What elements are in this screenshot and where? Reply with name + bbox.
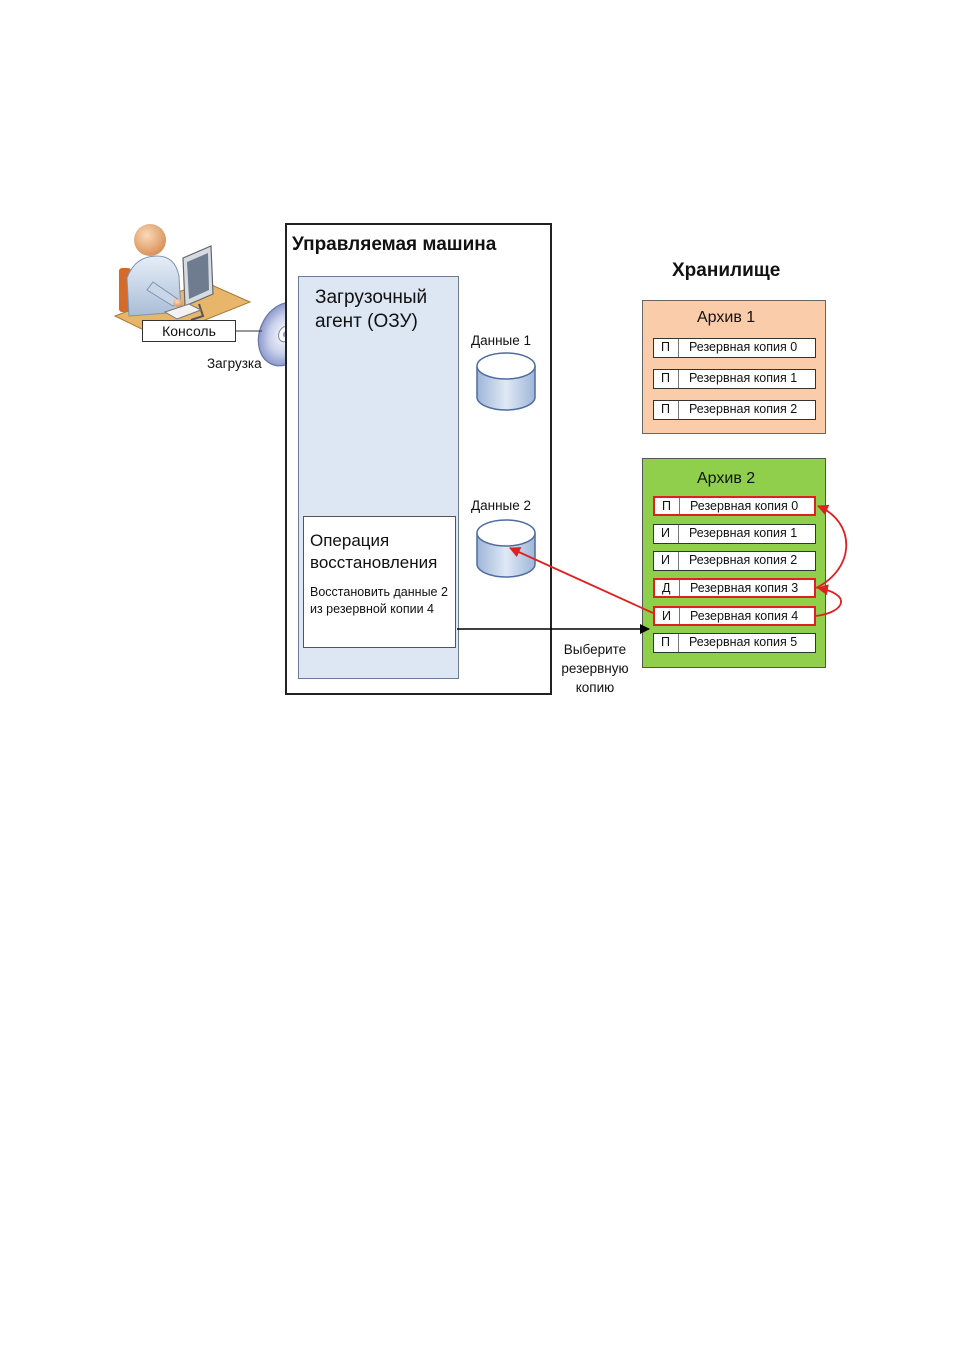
person-head	[134, 224, 166, 256]
boot-label: Загрузка	[207, 356, 262, 371]
backup-name: Резервная копия 4	[690, 609, 799, 623]
console-label: Консоль	[162, 323, 216, 339]
archive2-backup-row: П Резервная копия 5	[653, 633, 816, 653]
console-label-box: Консоль	[142, 320, 236, 342]
monitor-screen	[187, 253, 209, 299]
backup-type: И	[661, 553, 670, 567]
storage-title: Хранилище	[672, 260, 781, 281]
backup-name: Резервная копия 1	[689, 526, 798, 540]
managed-machine-title: Управляемая машина	[292, 234, 497, 255]
backup-name: Резервная копия 5	[689, 635, 798, 649]
data2-label: Данные 2	[471, 498, 532, 513]
archive1-backup-row: П Резервная копия 1	[653, 369, 816, 389]
backup-type: П	[661, 635, 670, 649]
person-hand	[173, 299, 183, 307]
bootable-agent-label: Загрузочный агент (ОЗУ)	[315, 287, 428, 332]
choose-backup-label: Выберите резервную копию	[561, 642, 629, 695]
recovery-operation-box	[303, 516, 456, 648]
person-arm	[146, 281, 180, 307]
backup-name: Резервная копия 0	[690, 499, 799, 513]
archive2-backup-row-highlighted: Д Резервная копия 3	[653, 578, 816, 598]
backup-type: П	[661, 340, 670, 354]
archive2-title: Архив 2	[697, 470, 756, 487]
backup-name: Резервная копия 0	[689, 340, 798, 354]
backup-name: Резервная копия 2	[689, 402, 798, 416]
archive1-title: Архив 1	[697, 309, 756, 326]
archive2-backup-row: И Резервная копия 2	[653, 551, 816, 571]
backup-type: П	[661, 402, 670, 416]
backup-name: Резервная копия 2	[689, 553, 798, 567]
recovery-operation-description: Восстановить данные 2 из резервной копии…	[310, 585, 448, 616]
backup-type: П	[662, 499, 671, 513]
data1-label: Данные 1	[471, 333, 532, 348]
backup-type: И	[662, 609, 671, 623]
archive1-backup-row: П Резервная копия 2	[653, 400, 816, 420]
archive2-backup-row-highlighted: П Резервная копия 0	[653, 496, 816, 516]
backup-type: П	[661, 371, 670, 385]
archive2-backup-row: И Резервная копия 1	[653, 524, 816, 544]
monitor-stand	[190, 303, 205, 321]
backup-type: И	[661, 526, 670, 540]
backup-name: Резервная копия 3	[690, 581, 799, 595]
archive1-backup-row: П Резервная копия 0	[653, 338, 816, 358]
backup-type: Д	[662, 581, 671, 595]
backup-name: Резервная копия 1	[689, 371, 798, 385]
archive2-backup-row-highlighted: И Резервная копия 4	[653, 606, 816, 626]
keyboard-shape	[163, 303, 203, 320]
recovery-operation-title: Операция восстановления	[310, 531, 438, 572]
